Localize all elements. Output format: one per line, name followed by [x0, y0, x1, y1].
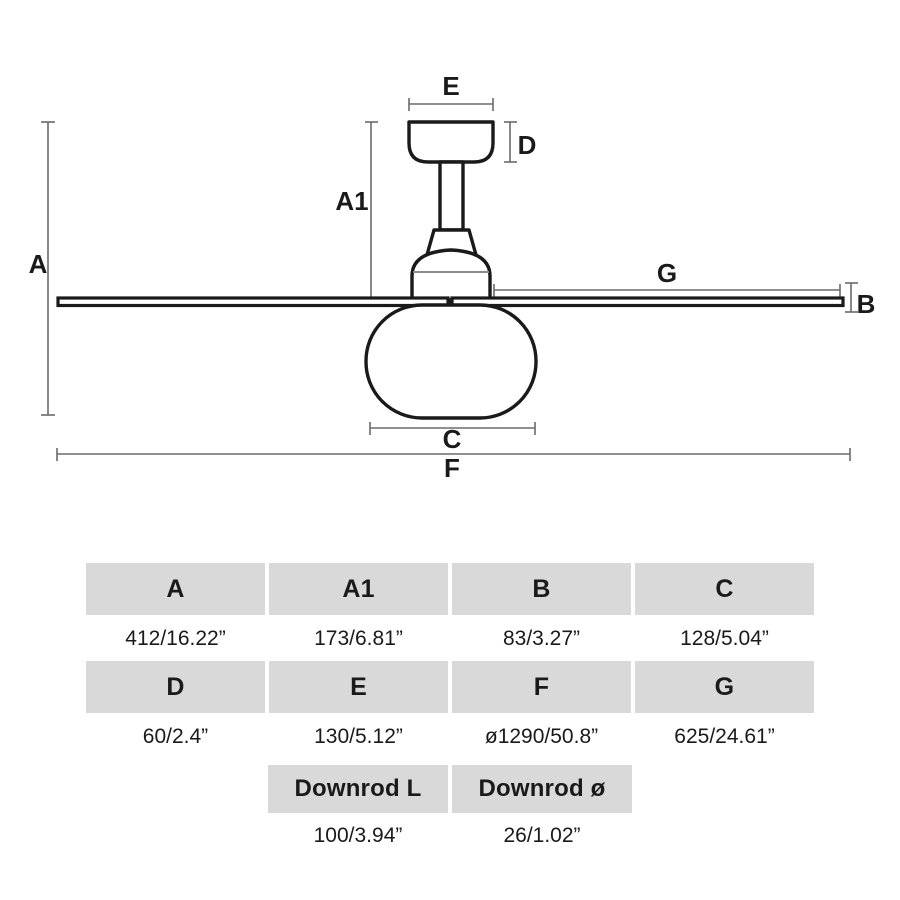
table-value-cell: 128/5.04”: [635, 615, 814, 661]
table-header-cell: C: [635, 563, 814, 615]
table-value-cell: 26/1.02”: [452, 813, 632, 857]
fan-blade-left: [56, 296, 450, 308]
table-row: Downrod L Downrod ø: [268, 765, 632, 813]
table-header-cell: Downrod ø: [452, 765, 632, 813]
label-F: F: [444, 453, 460, 483]
table-header-cell: F: [452, 661, 631, 713]
label-E: E: [442, 71, 459, 101]
table-value-cell: 130/5.12”: [269, 713, 448, 759]
table-header-cell: D: [86, 661, 265, 713]
table-header-cell: G: [635, 661, 814, 713]
specification-table: A A1 B C 412/16.22” 173/6.81” 83/3.27” 1…: [86, 563, 814, 759]
label-B: B: [857, 289, 876, 319]
label-C: C: [443, 424, 462, 454]
motor-housing: [410, 248, 492, 302]
table-value-cell: 412/16.22”: [86, 615, 265, 661]
label-D: D: [518, 130, 537, 160]
dimension-line-A: [41, 121, 55, 416]
table-header-cell: B: [452, 563, 631, 615]
fan-blades: [56, 296, 845, 308]
dimension-line-C: [369, 422, 536, 435]
table-header-cell: A: [86, 563, 265, 615]
table-value-cell: 83/3.27”: [452, 615, 631, 661]
table-row: D E F G: [86, 661, 814, 713]
table-row: 60/2.4” 130/5.12” ø1290/50.8” 625/24.61”: [86, 713, 814, 759]
table-header-cell: Downrod L: [268, 765, 448, 813]
dimension-line-G: [493, 284, 841, 297]
dimension-line-E: [408, 98, 494, 111]
table-value-cell: 625/24.61”: [635, 713, 814, 759]
dimension-line-F: [56, 448, 851, 461]
label-A1: A1: [335, 186, 368, 216]
label-G: G: [657, 258, 677, 288]
table-value-cell: 60/2.4”: [86, 713, 265, 759]
downrod-table: Downrod L Downrod ø 100/3.94” 26/1.02”: [268, 765, 632, 857]
fan-body: [407, 120, 495, 302]
fan-dimension-drawing: A A1 B C D E F G: [29, 71, 876, 483]
canopy: [407, 120, 495, 164]
table-value-cell: 173/6.81”: [269, 615, 448, 661]
label-A: A: [29, 249, 48, 279]
table-value-cell: ø1290/50.8”: [452, 713, 631, 759]
table-row: A A1 B C: [86, 563, 814, 615]
fan-blade-right: [450, 296, 845, 308]
downrod: [438, 160, 465, 232]
table-header-cell: A1: [269, 563, 448, 615]
dimension-line-D: [504, 121, 517, 163]
dimension-labels: A A1 B C D E F G: [29, 71, 876, 483]
table-row: 100/3.94” 26/1.02”: [268, 813, 632, 857]
light-globe: [364, 303, 538, 420]
table-row: 412/16.22” 173/6.81” 83/3.27” 128/5.04”: [86, 615, 814, 661]
dimension-line-B: [845, 282, 858, 313]
table-header-cell: E: [269, 661, 448, 713]
table-value-cell: 100/3.94”: [268, 813, 448, 857]
